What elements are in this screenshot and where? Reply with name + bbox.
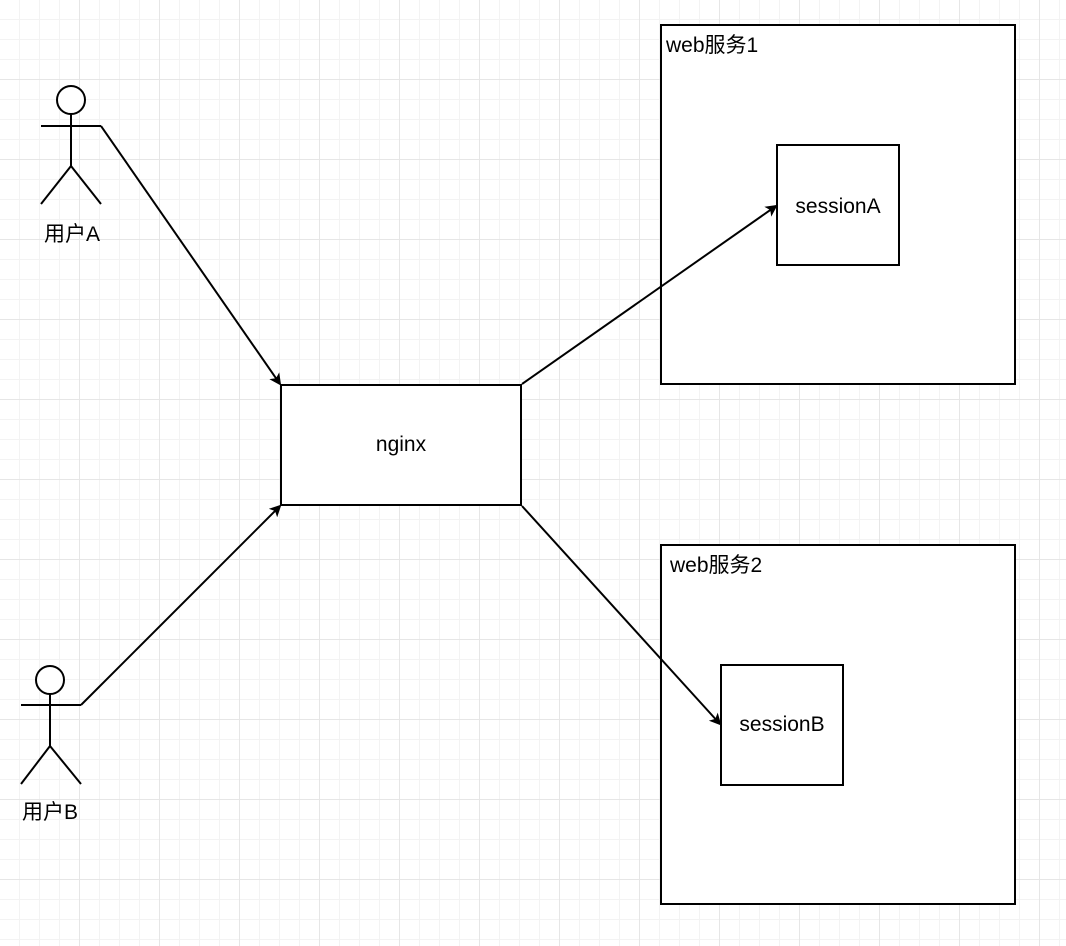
arrow-user-a-to-nginx[interactable] xyxy=(100,125,282,386)
user-a-label: 用户A xyxy=(43,223,100,246)
nginx-box[interactable]: nginx xyxy=(280,384,522,506)
user-a-actor-icon[interactable] xyxy=(40,85,102,205)
web-service-1-title: web服务1 xyxy=(666,34,759,57)
web-service-2-title: web服务2 xyxy=(670,554,763,577)
arrow-nginx-to-session-a[interactable] xyxy=(521,204,778,385)
user-b-actor-icon[interactable] xyxy=(20,665,82,785)
nginx-label: nginx xyxy=(375,433,427,456)
session-a-label: sessionA xyxy=(795,195,881,218)
arrow-nginx-to-session-b[interactable] xyxy=(521,505,722,726)
arrow-user-b-to-nginx[interactable] xyxy=(80,504,282,706)
session-b-label: sessionB xyxy=(739,713,825,736)
session-a-box[interactable]: sessionA xyxy=(776,144,900,266)
session-b-box[interactable]: sessionB xyxy=(720,664,844,786)
user-b-label: 用户B xyxy=(21,801,78,824)
